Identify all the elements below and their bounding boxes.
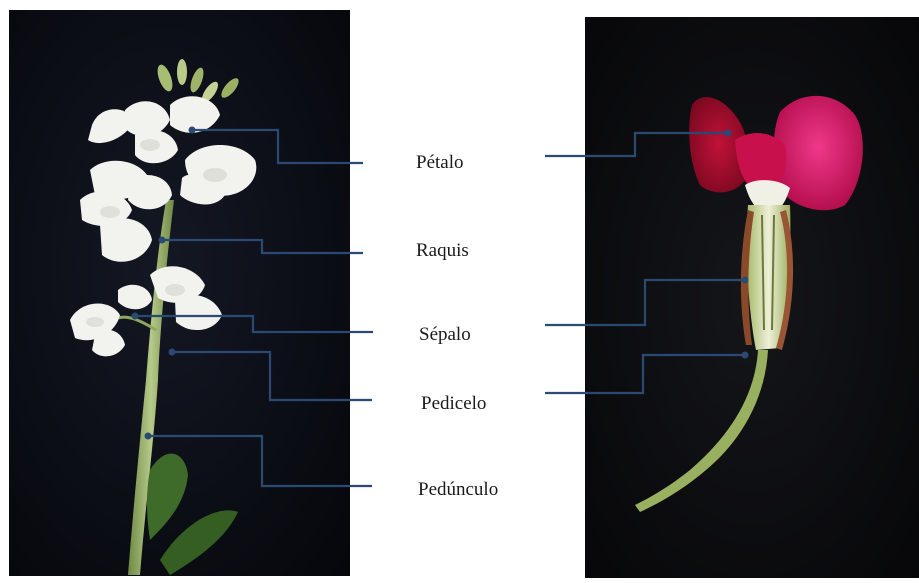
label-sepalo: Sépalo: [419, 324, 471, 346]
label-raquis: Raquis: [416, 240, 469, 262]
label-pedicelo: Pedicelo: [421, 393, 486, 415]
right-photo-cut-flower: [585, 17, 919, 578]
leader-dot: [169, 349, 176, 356]
label-pedunculo: Pedúnculo: [418, 479, 498, 501]
leader-dot: [742, 352, 749, 359]
leader-dot: [725, 130, 732, 137]
leader-dot: [145, 433, 152, 440]
left-photo-white-flower: [9, 10, 350, 576]
leader-dot: [189, 127, 196, 134]
label-petalo: Pétalo: [416, 152, 464, 174]
leader-dot: [132, 313, 139, 320]
leader-dot: [742, 277, 749, 284]
leader-dot: [159, 237, 166, 244]
